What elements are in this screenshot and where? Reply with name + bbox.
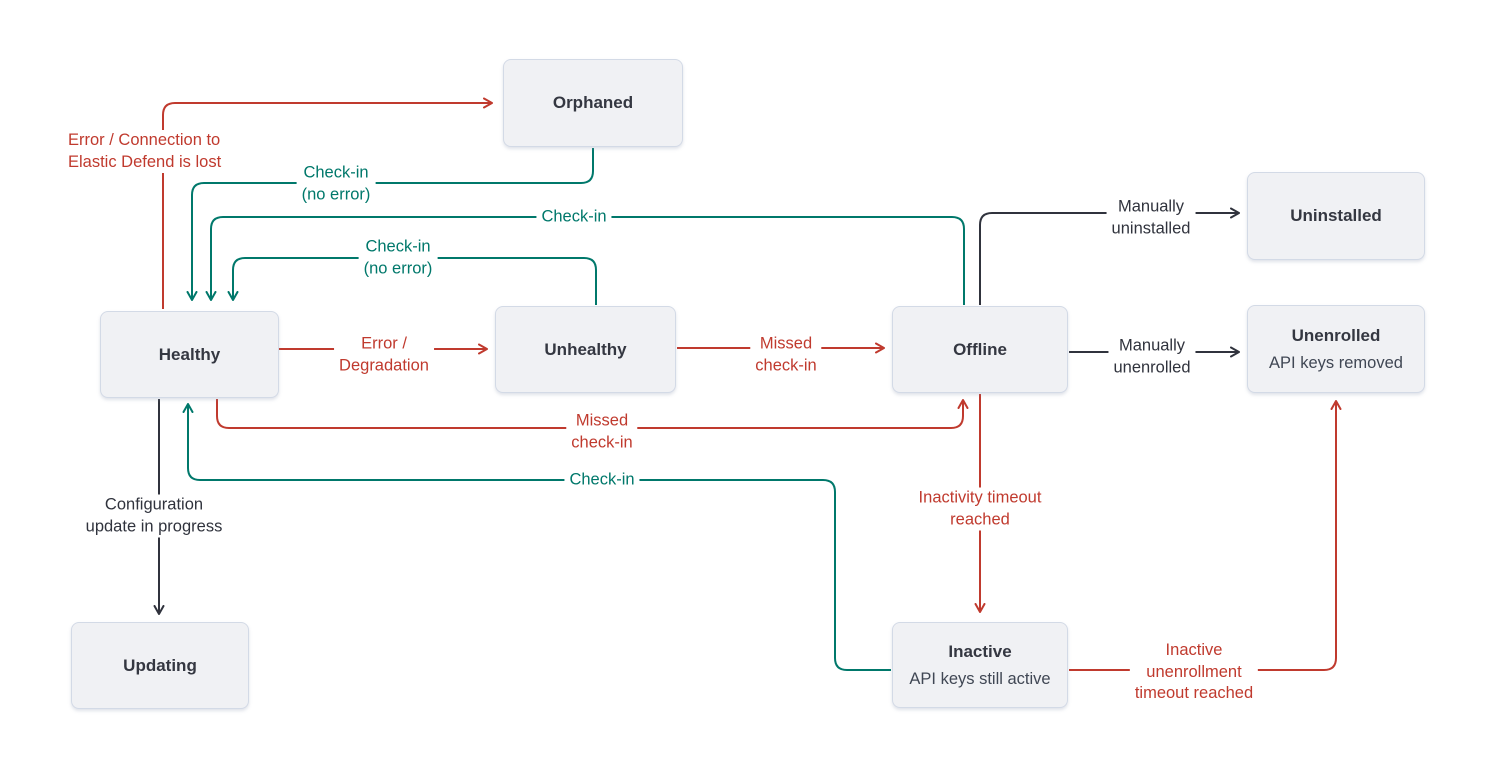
state-label-updating: Updating — [123, 655, 197, 675]
edge-label-inactive-to-healthy: Check-in — [564, 469, 640, 491]
state-node-unhealthy: Unhealthy — [495, 306, 676, 393]
edge-label-unhealthy-to-healthy: Check-in (no error) — [358, 236, 438, 280]
edge-label-inactive-to-unenrolled: Inactive unenrollment timeout reached — [1129, 639, 1259, 705]
edge-label-healthy-to-orphaned: Error / Connection to Elastic Defend is … — [66, 130, 224, 173]
state-node-unenrolled: Unenrolled API keys removed — [1247, 305, 1425, 393]
state-label-orphaned: Orphaned — [552, 93, 634, 112]
edge-offline-to-uninstalled — [979, 207, 1240, 305]
edge-label-healthy-to-offline: Missed check-in — [566, 410, 638, 454]
state-node-uninstalled: Uninstalled — [1247, 172, 1425, 260]
edge-inactive-to-healthy — [182, 403, 891, 671]
edge-label-orphaned-to-healthy: Check-in (no error) — [296, 162, 376, 206]
state-sublabel-inactive: API keys still active — [909, 669, 1051, 688]
state-label-unenrolled: Unenrolled — [1291, 325, 1381, 345]
edge-label-healthy-to-updating: Configuration update in progress — [80, 494, 228, 538]
edge-label-offline-to-uninstalled: Manually uninstalled — [1106, 196, 1196, 240]
state-label-unhealthy: Unhealthy — [544, 339, 627, 359]
edge-label-offline-to-unenrolled: Manually unenrolled — [1108, 335, 1196, 379]
edge-inactive-to-unenrolled — [1069, 400, 1342, 671]
state-node-healthy: Healthy — [100, 311, 279, 398]
state-label-offline: Offline — [953, 339, 1007, 359]
edge-orphaned-to-healthy — [186, 148, 594, 301]
state-sublabel-unenrolled: API keys removed — [1269, 353, 1403, 372]
state-node-orphaned: Orphaned — [503, 59, 683, 147]
edge-label-healthy-to-unhealthy: Error / Degradation — [334, 333, 434, 377]
edge-label-offline-to-healthy: Check-in — [536, 206, 612, 228]
state-label-inactive: Inactive — [948, 641, 1012, 661]
state-node-updating: Updating — [71, 622, 249, 709]
state-label-healthy: Healthy — [158, 344, 221, 364]
edge-label-unhealthy-to-offline: Missed check-in — [750, 333, 822, 377]
state-node-offline: Offline — [892, 306, 1068, 393]
state-label-uninstalled: Uninstalled — [1290, 206, 1382, 225]
edge-offline-to-healthy — [205, 216, 965, 305]
state-node-inactive: Inactive API keys still active — [892, 622, 1068, 708]
edge-label-offline-to-inactive: Inactivity timeout reached — [913, 487, 1047, 531]
edge-healthy-to-orphaned — [162, 97, 493, 309]
